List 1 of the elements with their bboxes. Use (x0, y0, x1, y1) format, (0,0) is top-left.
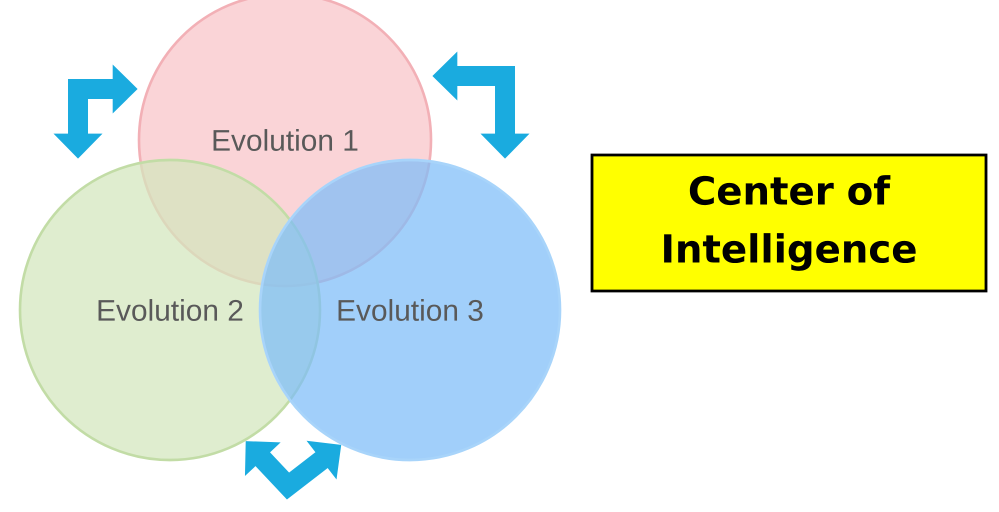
text-box: Center of Intelligence (590, 154, 988, 292)
